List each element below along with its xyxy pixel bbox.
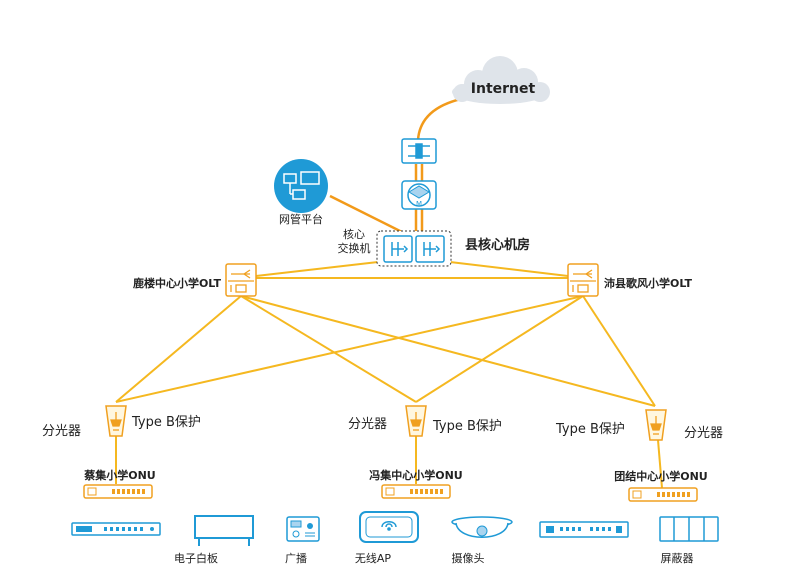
terminal-broadcast: 广播 [285, 516, 320, 565]
core-label-line2: 交换机 [338, 241, 371, 255]
nms-label: 网管平台 [279, 212, 323, 226]
svg-text:M: M [416, 200, 422, 208]
signal-jammer-label: 屏蔽器 [661, 552, 694, 565]
onu-2: 冯集中心小学ONU [369, 468, 463, 499]
cloud-icon [452, 56, 550, 104]
core-switch-icon [423, 242, 441, 256]
onu-3-label: 团结中心小学ONU [614, 469, 708, 483]
internet-cloud: Internet [452, 56, 550, 104]
router-icon [408, 143, 430, 159]
switch-icon [539, 521, 629, 538]
core-label-line1: 核心 [343, 227, 365, 241]
signal-jammer-icon [659, 516, 719, 542]
core-switch-group: 核心 交换机 县核心机房 [338, 227, 530, 267]
nms-icon [274, 159, 328, 213]
splitter-1: 分光器 Type B保护 [42, 405, 201, 439]
splitter-1-protect: Type B保护 [131, 415, 201, 430]
core-switch-2 [415, 235, 445, 263]
link-olt2-splitter3 [582, 295, 656, 407]
link-core-olt1 [255, 261, 379, 277]
core-switch-icon [391, 242, 409, 256]
splitter-2-protect: Type B保护 [432, 419, 502, 434]
olt-1: 鹿楼中心小学OLT [133, 263, 257, 297]
link-olt1-splitter1 [115, 295, 242, 403]
link-splitter3-onu3 [657, 439, 663, 489]
wireless-ap-label: 无线AP [355, 551, 392, 565]
splitter-3-protect: Type B保护 [555, 422, 625, 437]
olt-icon [570, 269, 596, 293]
uplinks [329, 94, 479, 234]
link-olt1-splitter3 [240, 295, 656, 407]
terminal-camera: 摄像头 [451, 516, 513, 565]
olt-icon [228, 269, 254, 293]
splitter-2-label: 分光器 [348, 417, 387, 432]
terminal-signal-jammer: 屏蔽器 [659, 516, 719, 565]
olt-1-label: 鹿楼中心小学OLT [133, 276, 222, 290]
firewall-device: M [401, 180, 437, 210]
nms-platform: 网管平台 [274, 159, 328, 226]
terminal-wireless-ap: 无线AP [355, 511, 419, 565]
splitter-2: 分光器 Type B保护 [348, 405, 502, 437]
whiteboard-icon [194, 515, 254, 546]
broadcast-label: 广播 [285, 551, 307, 565]
wireless-ap-icon [359, 511, 419, 543]
camera-icon [451, 516, 513, 538]
splitter-3: 分光器 Type B保护 [555, 409, 723, 441]
terminal-switch-2 [539, 521, 629, 538]
camera-label: 摄像头 [452, 551, 485, 565]
link-olt2-splitter1 [115, 295, 584, 403]
link-internet-router [416, 94, 479, 141]
whiteboard-label: 电子白板 [174, 551, 218, 565]
splitter-1-label: 分光器 [42, 424, 81, 439]
onu-2-label: 冯集中心小学ONU [369, 468, 463, 482]
firewall-icon: M [407, 183, 431, 208]
onu-1-label: 蔡集小学ONU [83, 468, 156, 482]
core-room-label: 县核心机房 [465, 237, 530, 253]
onu-3: 团结中心小学ONU [614, 469, 708, 502]
splitter-3-label: 分光器 [684, 426, 723, 441]
link-core-olt2 [449, 261, 569, 277]
broadcast-icon [286, 516, 320, 542]
core-switch-1 [383, 235, 413, 263]
link-olt1-splitter2 [240, 295, 417, 403]
olt-2: 沛县歌风小学OLT [567, 263, 693, 297]
links [115, 261, 663, 489]
link-nms-core [329, 194, 403, 234]
terminal-whiteboard: 电子白板 [174, 515, 254, 565]
internet-label: Internet [471, 81, 536, 97]
router [401, 138, 437, 164]
onu-1: 蔡集小学ONU [83, 468, 156, 499]
link-olt2-splitter2 [415, 295, 584, 403]
olt-2-label: 沛县歌风小学OLT [604, 276, 693, 290]
terminal-switch-1 [71, 522, 161, 536]
